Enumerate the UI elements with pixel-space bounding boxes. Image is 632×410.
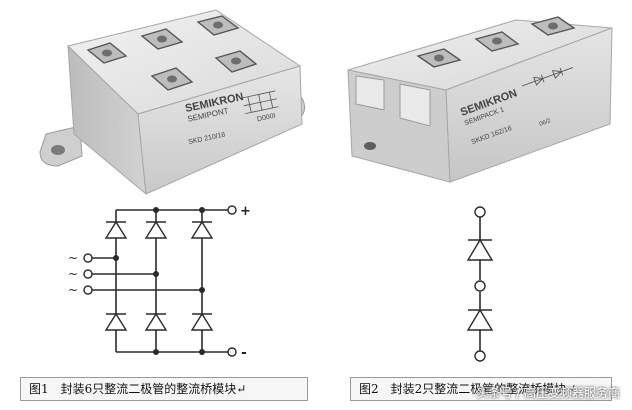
terminal-circles xyxy=(474,206,486,362)
diode-upper-1 xyxy=(104,220,128,239)
figure-1-number: 图1 xyxy=(29,382,49,396)
label-minus: - xyxy=(241,345,247,361)
junction-dots xyxy=(113,207,205,355)
diode-upper xyxy=(466,238,494,261)
label-ac-1: ~ xyxy=(68,251,78,265)
series-schematic-2-diode xyxy=(466,206,494,362)
figure-1-text: 封装6只整流二极管的整流桥模块↵ xyxy=(60,382,247,396)
terminal-top xyxy=(474,206,486,218)
diode-lower-1 xyxy=(104,312,128,331)
bridge-schematic-6-diode: + - ~ ~ ~ xyxy=(68,204,251,361)
diode-upper-3 xyxy=(190,220,214,239)
terminal-screw-group xyxy=(434,22,558,62)
photo-code: 06/2 xyxy=(539,118,553,128)
figure-2-caption: 图2 封装2只整流二极管的整流桥模块↵ xyxy=(350,377,612,401)
front-notch-right xyxy=(399,83,431,127)
diode-lower xyxy=(466,308,494,331)
terminal-ac-2 xyxy=(83,269,93,279)
module-photo-right: SEMIKRON SEMIPACK 1 SKKD 162/16 06/2 xyxy=(347,16,613,183)
terminal-screw-group xyxy=(102,21,241,83)
photo-code: D000I xyxy=(256,113,276,124)
diode-lower-2 xyxy=(144,312,168,331)
photo-circuit-print xyxy=(241,90,279,115)
label-ac-2: ~ xyxy=(68,267,78,281)
figure-1-caption: 图1 封装6只整流二极管的整流桥模块↵ xyxy=(20,377,308,401)
module-body-side xyxy=(445,27,613,183)
label-plus: + xyxy=(240,204,251,219)
diode-lower-3 xyxy=(190,312,214,331)
terminal-circles xyxy=(83,205,237,357)
front-notch-left xyxy=(355,75,385,111)
terminal-bottom xyxy=(474,350,486,362)
terminal-ac-1 xyxy=(83,253,93,263)
label-ac-3: ~ xyxy=(68,283,78,297)
figure-2-number: 图2 xyxy=(359,382,379,396)
terminal-plus xyxy=(227,205,237,215)
terminal-ac-3 xyxy=(83,285,93,295)
mount-hole-left xyxy=(364,142,376,150)
watermark: 头条号 / 高压变频器服务商 xyxy=(476,386,620,400)
terminal-middle xyxy=(474,280,486,292)
module-photo-left: SEMIKRON SEMIPONT SKD 210/16 D000I xyxy=(39,9,306,196)
flange-hole-left xyxy=(51,145,65,155)
photo-circuit-print xyxy=(521,67,573,87)
terminal-minus xyxy=(227,347,237,357)
module-body-side xyxy=(137,65,303,195)
diode-upper-2 xyxy=(144,220,168,239)
figure-2-text: 封装2只整流二极管的整流桥模块↵ xyxy=(390,382,577,396)
